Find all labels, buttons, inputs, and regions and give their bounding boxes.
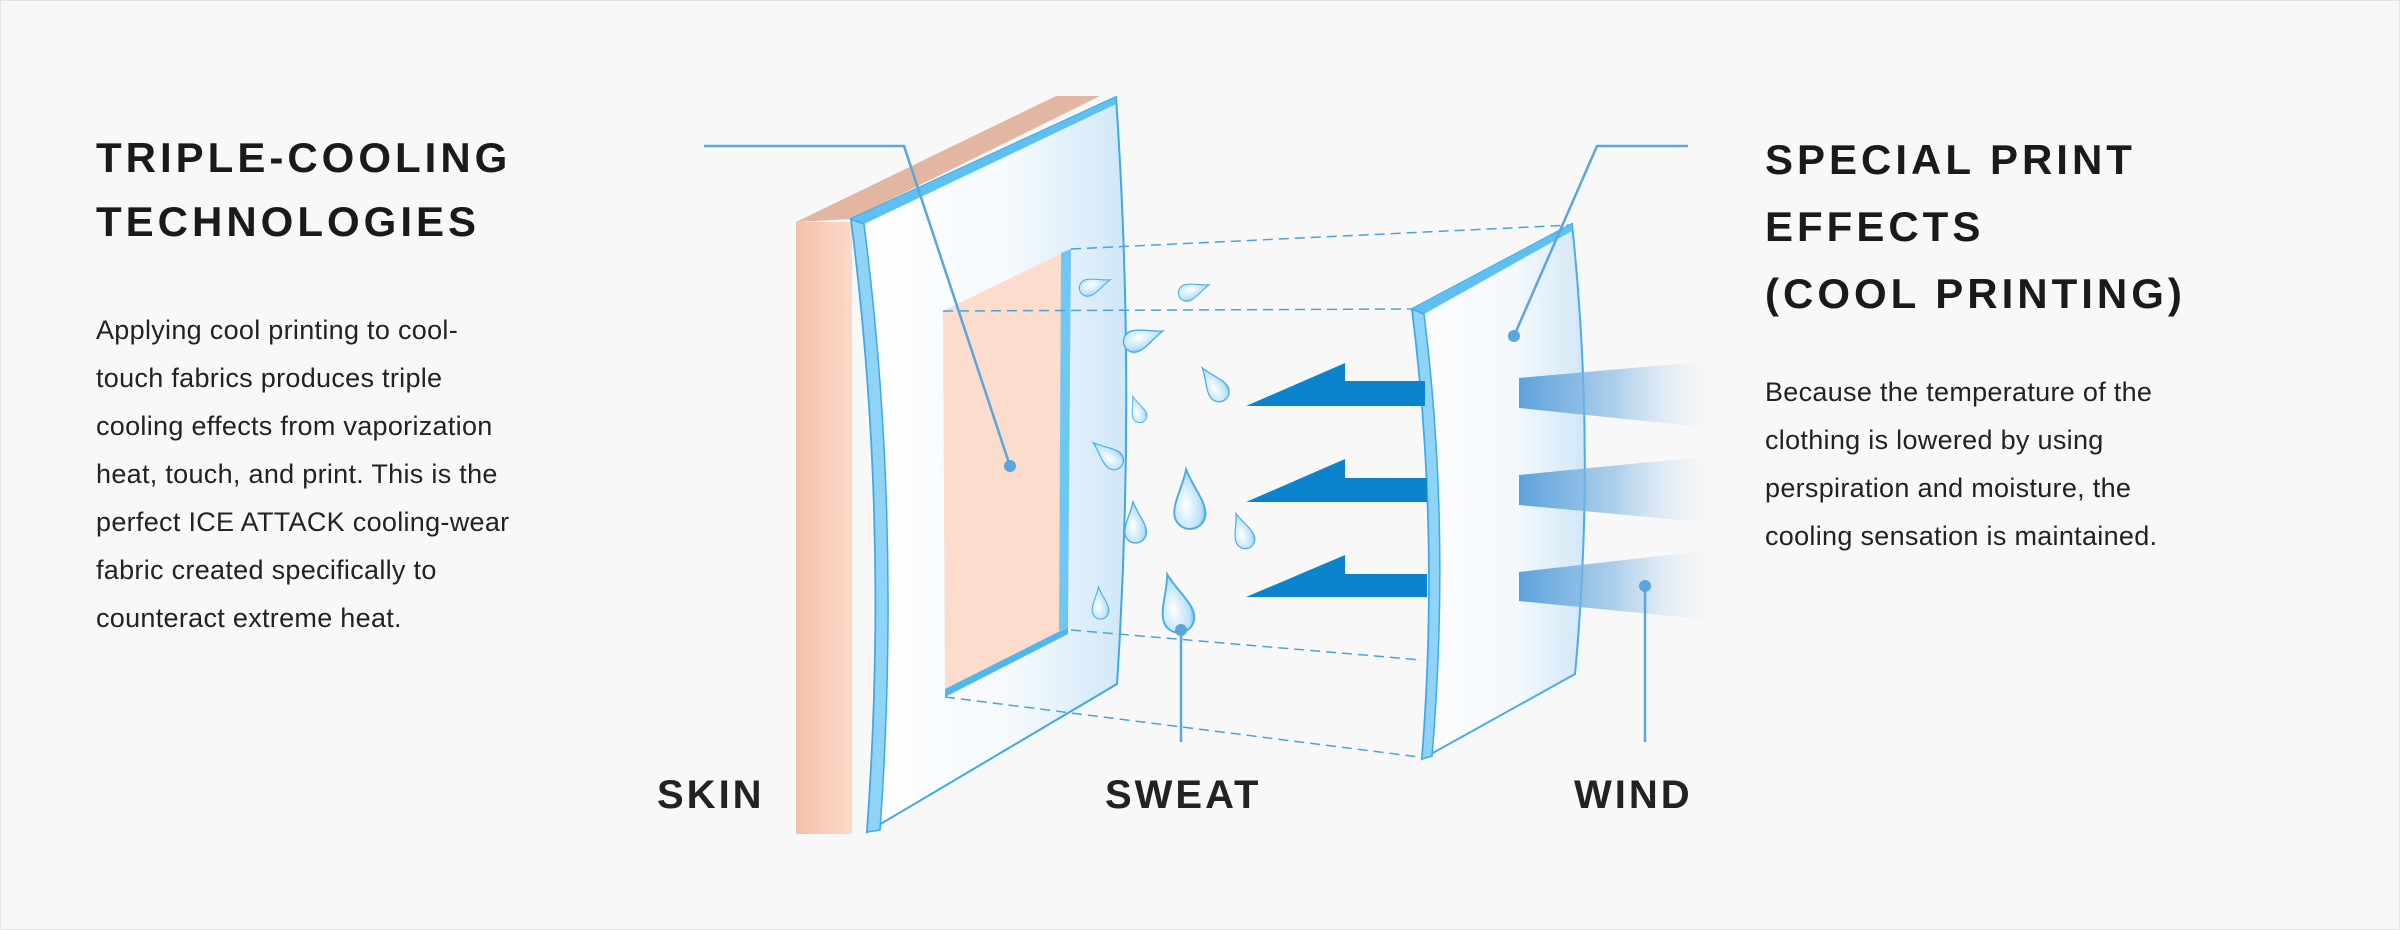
right-description: Because the temperature of the clothing … bbox=[1765, 368, 2157, 560]
heading-line: EFFECTS bbox=[1765, 203, 1985, 250]
text-line: perfect ICE ATTACK cooling-wear bbox=[96, 507, 510, 537]
heading-line: (COOL PRINTING) bbox=[1765, 270, 2186, 317]
arrow-left-icon bbox=[1246, 363, 1425, 406]
label-sweat: SWEAT bbox=[1105, 773, 1262, 817]
leader-dot bbox=[1004, 460, 1016, 472]
text-line: heat, touch, and print. This is the bbox=[96, 459, 498, 489]
text-line: clothing is lowered by using bbox=[1765, 425, 2104, 455]
arrow-left-icon bbox=[1246, 555, 1427, 597]
arrow-left-icon bbox=[1246, 459, 1427, 502]
heading-line: SPECIAL PRINT bbox=[1765, 136, 2136, 183]
leader-dot bbox=[1639, 580, 1651, 592]
label-wind: WIND bbox=[1574, 773, 1693, 817]
text-line: Because the temperature of the bbox=[1765, 377, 2153, 407]
wind-stream bbox=[1519, 456, 1712, 523]
text-line: Applying cool printing to cool- bbox=[96, 315, 459, 345]
leader-lines bbox=[704, 144, 1688, 742]
text-line: fabric created specifically to bbox=[96, 555, 437, 585]
leader-dot bbox=[1508, 330, 1520, 342]
heading-line: TRIPLE-COOLING bbox=[96, 134, 512, 181]
perspective-lines bbox=[942, 224, 1573, 758]
left-heading: TRIPLE-COOLING TECHNOLOGIES bbox=[96, 126, 511, 254]
text-line: cooling effects from vaporization bbox=[96, 411, 493, 441]
text-line: cooling sensation is maintained. bbox=[1765, 521, 2158, 551]
text-line: counteract extreme heat. bbox=[96, 603, 402, 633]
wind-stream bbox=[1519, 550, 1712, 620]
heading-line: TECHNOLOGIES bbox=[96, 198, 481, 245]
right-heading: SPECIAL PRINT EFFECTS (COOL PRINTING) bbox=[1765, 126, 2186, 327]
text-line: touch fabrics produces triple bbox=[96, 363, 443, 393]
wind-stream bbox=[1519, 361, 1712, 428]
label-skin: SKIN bbox=[657, 773, 765, 817]
wind-streams bbox=[1519, 361, 1712, 620]
cooling-arrows bbox=[1246, 363, 1427, 597]
fabric-panel-front bbox=[849, 95, 1128, 834]
fabric-panel-print bbox=[1410, 222, 1586, 761]
left-description: Applying cool printing to cool- touch fa… bbox=[96, 306, 509, 642]
text-line: perspiration and moisture, the bbox=[1765, 473, 2132, 503]
skin-layer bbox=[796, 96, 1100, 834]
leader-dot bbox=[1175, 624, 1187, 636]
